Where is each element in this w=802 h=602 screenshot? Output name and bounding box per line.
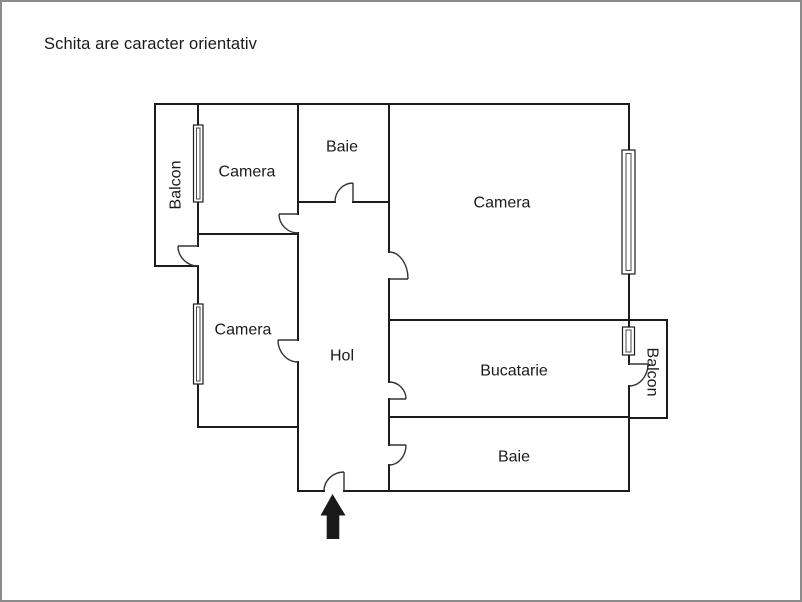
door-arc-camera-top-left <box>278 213 299 234</box>
door-arc-baie-top <box>334 182 354 203</box>
doors <box>177 182 649 492</box>
room-label-camera-bottom-left: Camera <box>215 322 272 339</box>
door-arc-balcon-right <box>628 363 649 387</box>
door-arc-camera-right <box>388 251 409 280</box>
door-arc-entrance <box>323 471 345 492</box>
room-label-bucatarie: Bucatarie <box>480 363 548 380</box>
window-camera-bottom-left-icon <box>192 303 204 385</box>
entrance-arrow-icon <box>320 494 346 539</box>
wall-lines <box>154 103 668 492</box>
door-arc-balcon-left <box>177 245 199 267</box>
room-label-balcon-left: Balcon <box>168 161 185 210</box>
disclaimer-text: Schita are caracter orientativ <box>44 35 258 53</box>
window-camera-top-left-icon <box>192 124 204 203</box>
room-label-baie-top: Baie <box>326 139 358 156</box>
window-bucatarie-icon <box>621 326 636 356</box>
room-label-camera-right: Camera <box>474 195 531 212</box>
walls <box>154 103 668 492</box>
windows <box>192 124 636 385</box>
room-label-balcon-right: Balcon <box>643 348 660 397</box>
window-camera-right-icon <box>621 149 636 275</box>
door-arc-baie-bottom <box>388 444 407 466</box>
door-arc-camera-bottom-left <box>277 339 299 363</box>
room-label-camera-top-left: Camera <box>219 164 276 181</box>
room-labels: Camera Baie Camera Camera Hol Bucatarie … <box>168 139 661 466</box>
room-label-hol: Hol <box>330 348 354 365</box>
door-arc-bucatarie <box>388 381 407 400</box>
room-label-baie-bottom: Baie <box>498 449 530 466</box>
